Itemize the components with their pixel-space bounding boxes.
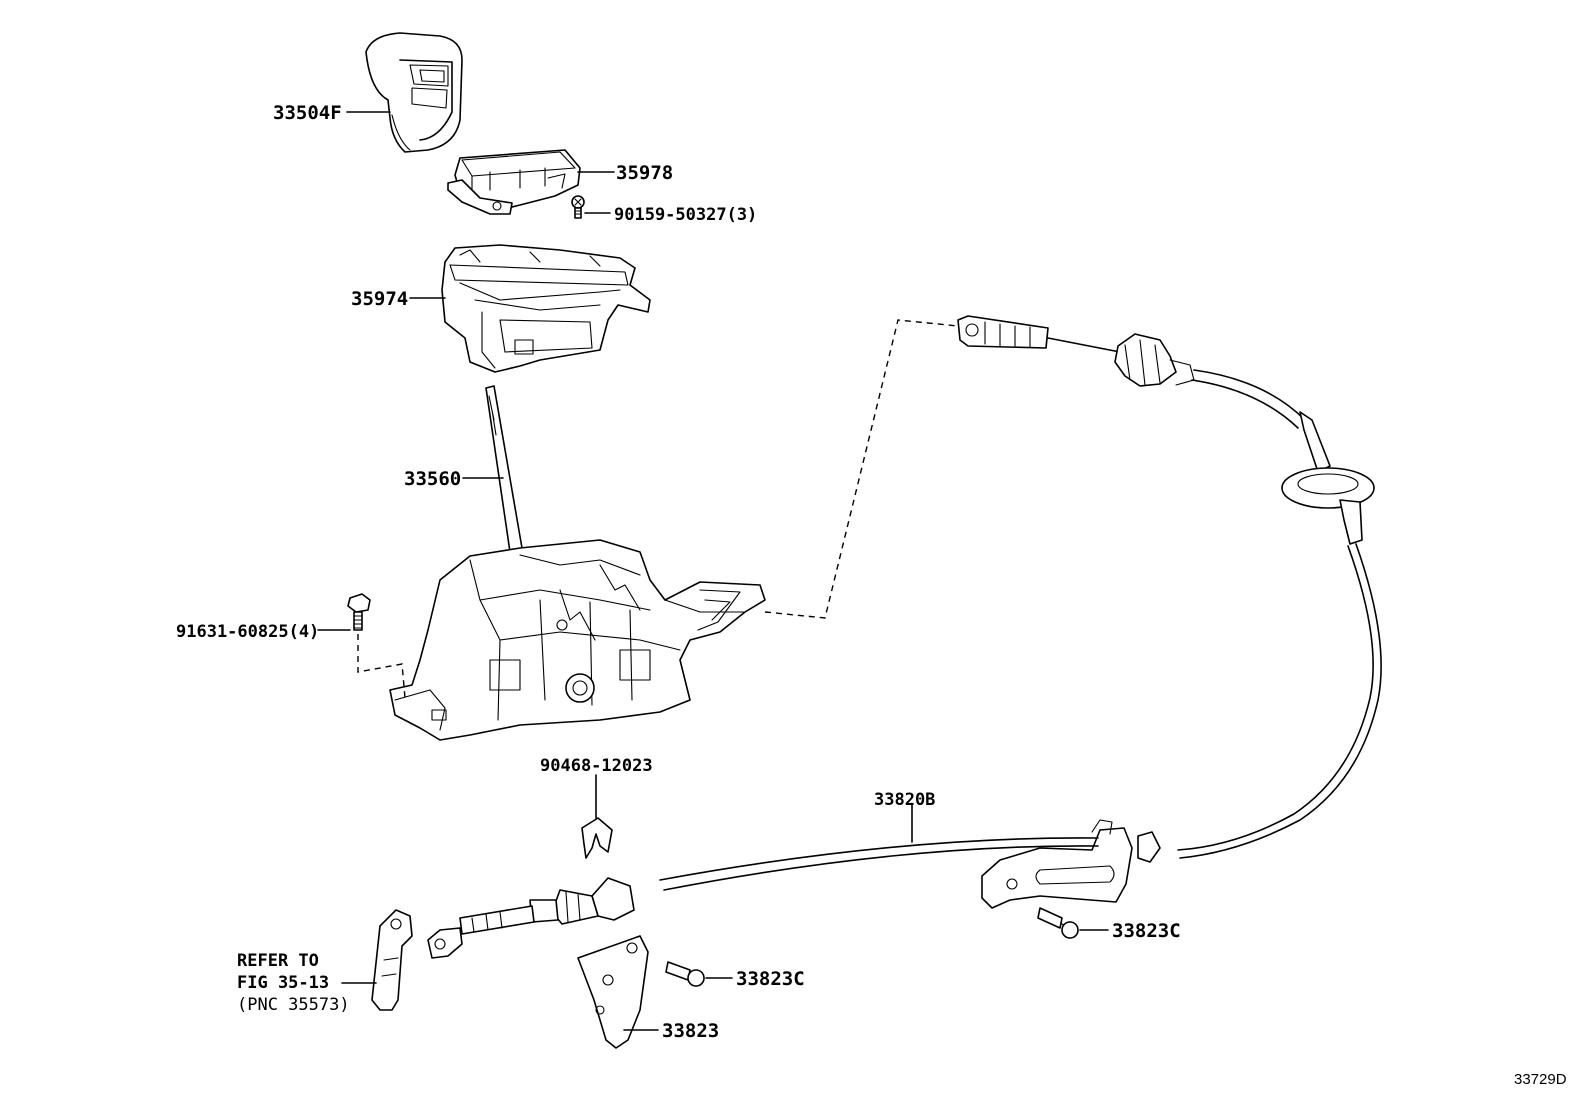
label-35978: 35978 [616,162,673,184]
label-35974: 35974 [351,288,408,310]
bracket-bolt-upper-icon [1037,907,1079,939]
mounting-bracket [577,935,649,1049]
shift-lever [485,385,523,553]
cable-upper-end [957,315,1195,387]
retaining-clip-icon [581,817,613,859]
label-90159-50327: 90159-50327(3) [614,205,757,225]
label-33823C-lower: 33823C [736,968,805,990]
mounting-bolt-icon [347,593,371,631]
shift-housing [441,244,651,373]
cable-lower-run [1179,543,1382,859]
label-91631-60825: 91631-60825(4) [176,622,319,642]
reference-line-1: REFER TO [237,951,319,971]
bolt-dashed-guide [357,634,406,699]
referenced-link-part [371,909,413,1011]
reference-line-2: FIG 35-13 [237,973,329,993]
indicator-screw-icon [571,195,585,219]
cable-grommet [1281,411,1375,545]
cable-transmission-end [981,819,1161,909]
label-33820B: 33820B [874,790,935,810]
cable-main-run [659,837,1099,881]
reference-line-3: (PNC 35573) [237,995,350,1015]
cable-upper-run [1193,369,1306,421]
bracket-bolt-lower-icon [665,961,705,987]
position-indicator [447,149,581,215]
shift-knob [365,32,463,153]
label-33504F: 33504F [273,102,342,124]
cable-main-run-2 [663,845,1099,891]
label-90468-12023: 90468-12023 [540,756,653,776]
label-33823C-upper: 33823C [1112,920,1181,942]
cable-lower-run-2 [1177,545,1374,851]
cable-dashed-guide [764,319,959,619]
cable-upper-run-2 [1191,379,1299,429]
label-33560: 33560 [404,468,461,490]
cable-left-end [427,877,635,959]
figure-id: 33729D [1514,1071,1567,1088]
shifter-base-assembly [389,539,766,741]
label-33823: 33823 [662,1020,719,1042]
